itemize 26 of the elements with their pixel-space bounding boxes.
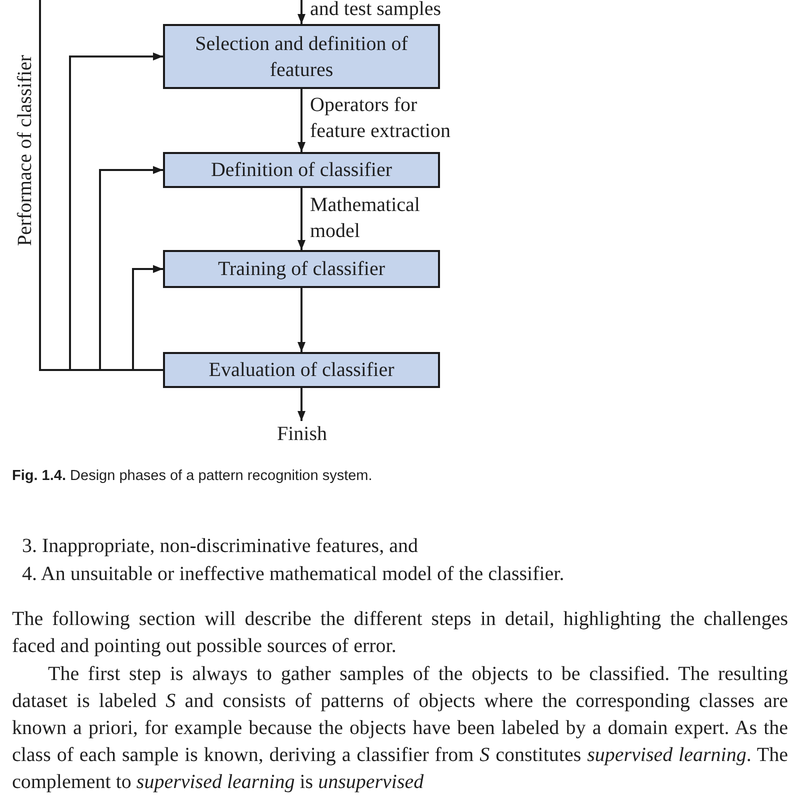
edge-label: Operators for feature extraction	[310, 93, 452, 144]
process-box	[163, 152, 440, 188]
flow-arrow	[298, 188, 306, 250]
flow-arrow	[298, 288, 306, 352]
feedback-arrow	[69, 52, 163, 371]
body-paragraph: The following section will describe the different steps in detail, highlighting the challenges faced and pointing out possible sources of error.	[12, 607, 788, 659]
flow-arrow	[298, 388, 306, 421]
flow-arrow	[298, 0, 306, 24]
edge-label: Performace of classifier	[14, 55, 36, 246]
step-label: Training of classifier	[218, 257, 385, 282]
list-item: 3. Inappropriate, non-discriminative features, and	[22, 534, 418, 559]
list-item: 4. An unsuitable or ineffective mathematical model of the classifier.	[22, 562, 564, 587]
flow-arrow	[298, 89, 306, 152]
process-box	[163, 24, 440, 89]
process-box	[163, 250, 440, 288]
edge-label: and test samples	[310, 0, 442, 22]
process-box	[163, 352, 440, 388]
step-label: Definition of classifier	[210, 158, 392, 183]
edge-label: Mathematical model	[310, 193, 421, 244]
feedback-arrow	[132, 265, 163, 371]
feedback-arrow	[99, 166, 163, 371]
body-paragraph: The first step is always to gather samples of the objects to be classified. The resulting dataset is labeled S and consists of patterns of objects where the corresponding classes are known a priori, for example because the objects have been labeled by a domain expert. As the class of each sample is known, deriving a classifier from S constitutes supervised learning. The complement to supervised learning is unsupervised	[12, 662, 788, 795]
end-label: Finish	[277, 421, 328, 447]
step-label: Selection and definition of features	[195, 32, 408, 82]
figure-caption: Fig. 1.4. Design phases of a pattern recognition system.	[12, 467, 372, 486]
step-label: Evaluation of classifier	[208, 358, 394, 383]
